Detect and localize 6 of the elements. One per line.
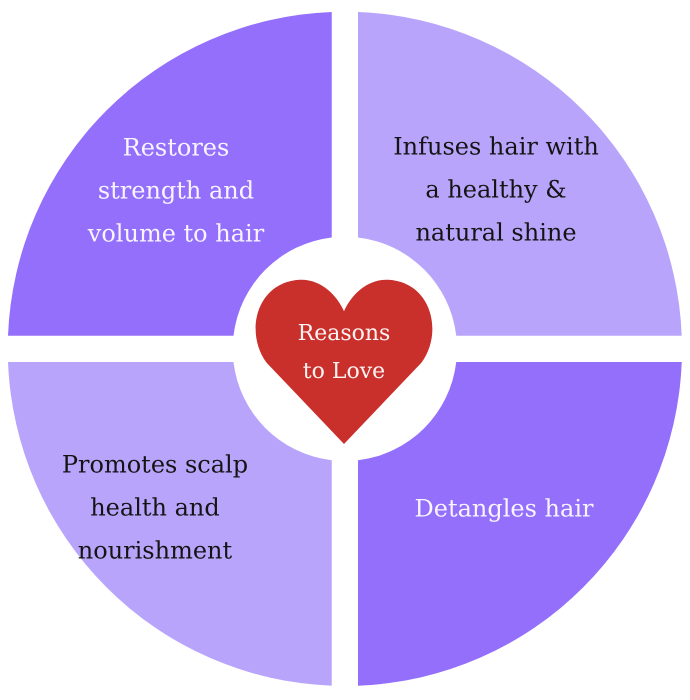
segment-text: Infuses hair with a healthy & natural shine xyxy=(392,131,600,248)
segment-text: Reasons to Love xyxy=(296,320,392,386)
segment-text: Restores strength and volume to hair xyxy=(86,132,266,250)
segment-text: Promotes scalp health and nourishment xyxy=(60,450,250,566)
segment-text: Detangles hair xyxy=(414,494,594,524)
quadrant-segment xyxy=(8,362,332,686)
